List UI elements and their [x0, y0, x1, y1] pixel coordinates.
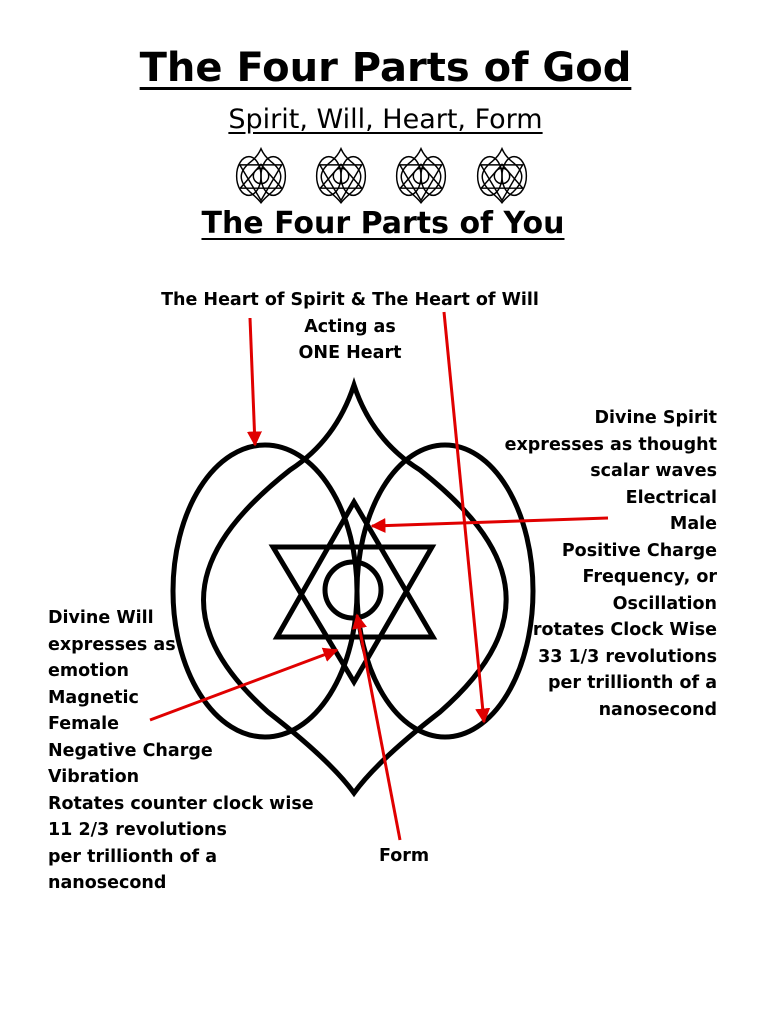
label-line: Oscillation [612, 593, 717, 614]
label-line: per trillionth of a [48, 846, 218, 867]
arrows [149, 311, 609, 841]
divine-spirit-label: Divine Spirit expresses as thought scala… [505, 405, 717, 723]
heart-star-icon [477, 148, 527, 203]
arrow-one-heart-right [442, 311, 491, 724]
label-line: Frequency, or [582, 567, 717, 587]
label-line: Female [48, 714, 120, 734]
right-ellipse [354, 442, 536, 740]
title-text: The Four Parts of God [139, 45, 632, 91]
label-line: Rotates counter clock wise [48, 793, 314, 814]
page-title: The Four Parts of God [0, 42, 771, 94]
label-line: Magnetic [48, 687, 139, 708]
subtitle-text: Spirit, Will, Heart, Form [228, 104, 543, 135]
small-icons-row [236, 148, 527, 203]
label-line: nanosecond [598, 699, 717, 720]
arrow-form [352, 613, 402, 841]
arrow-will [149, 647, 339, 722]
label-line: nanosecond [48, 873, 167, 893]
triangle-down [268, 544, 437, 687]
label-line: Negative Charge [48, 740, 213, 761]
subtitle: Spirit, Will, Heart, Form [0, 102, 771, 138]
label-line: Electrical [625, 487, 717, 508]
label-line: Acting as [304, 316, 396, 337]
label-line: emotion [48, 661, 129, 681]
arrow-spirit [370, 516, 609, 534]
label-line: ONE Heart [298, 343, 402, 363]
label-line: Divine Spirit [594, 408, 717, 428]
form-label: Form [379, 846, 430, 866]
triangle-up [272, 497, 438, 640]
heart-star-icon [396, 148, 446, 203]
label-line: per trillionth of a [547, 673, 717, 693]
label-line: Vibration [48, 767, 140, 787]
label-line: Positive Charge [561, 540, 717, 561]
arrow-one-heart-left [246, 317, 262, 447]
form-circle [322, 559, 384, 621]
label-line: Male [669, 514, 717, 534]
label-line: expresses as thought [504, 434, 717, 455]
heart-star-icon [316, 148, 366, 203]
label-line: 33 1/3 revolutions [538, 646, 717, 667]
label-line: rotates Clock Wise [532, 620, 717, 640]
label-line: expresses as [48, 634, 176, 655]
one-heart-label: The Heart of Spirit & The Heart of Will … [140, 287, 560, 367]
label-line: scalar waves [590, 461, 717, 481]
heart-star-icon [236, 148, 286, 203]
section-title-text: The Four Parts of You [201, 206, 565, 241]
heart-outline [201, 376, 509, 798]
divine-will-label: Divine Will expresses as emotion Magneti… [48, 605, 314, 897]
label-line: The Heart of Spirit & The Heart of Will [161, 290, 539, 310]
section-title: The Four Parts of You [0, 204, 766, 244]
label-line: Divine Will [48, 608, 154, 628]
label-line: 11 2/3 revolutions [48, 820, 227, 840]
